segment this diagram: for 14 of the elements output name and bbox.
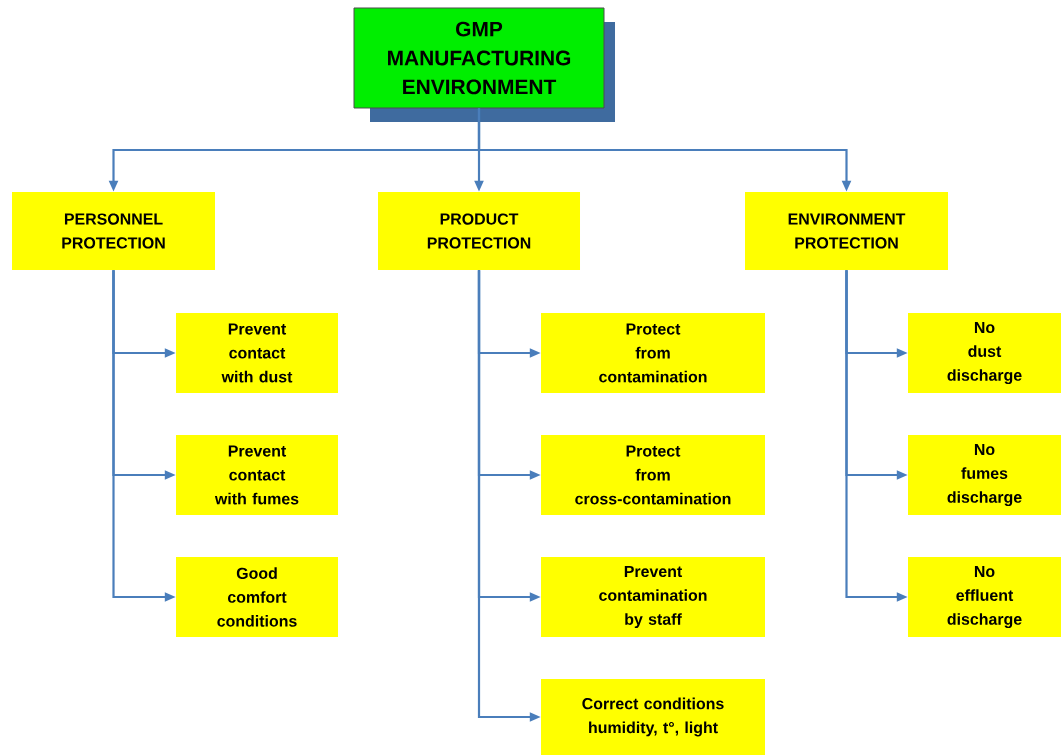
item-box: Prevent contamination by staff	[541, 557, 765, 637]
item-box: Good comfort conditions	[176, 557, 338, 637]
item-box: No effluent discharge	[908, 557, 1061, 637]
item-box: No dust discharge	[908, 313, 1061, 393]
item-box: Protect from contamination	[541, 313, 765, 393]
item-box: Prevent contact with dust	[176, 313, 338, 393]
category-box: PERSONNEL PROTECTION	[12, 192, 215, 270]
item-box: Prevent contact with fumes	[176, 435, 338, 515]
title-box: GMP MANUFACTURING ENVIRONMENT	[353, 7, 615, 122]
item-box: No fumes discharge	[908, 435, 1061, 515]
item-box: Correct conditions humidity, t°, light	[541, 679, 765, 755]
item-box: Protect from cross-contamination	[541, 435, 765, 515]
category-box: PRODUCT PROTECTION	[378, 192, 580, 270]
category-box: ENVIRONMENT PROTECTION	[745, 192, 948, 270]
